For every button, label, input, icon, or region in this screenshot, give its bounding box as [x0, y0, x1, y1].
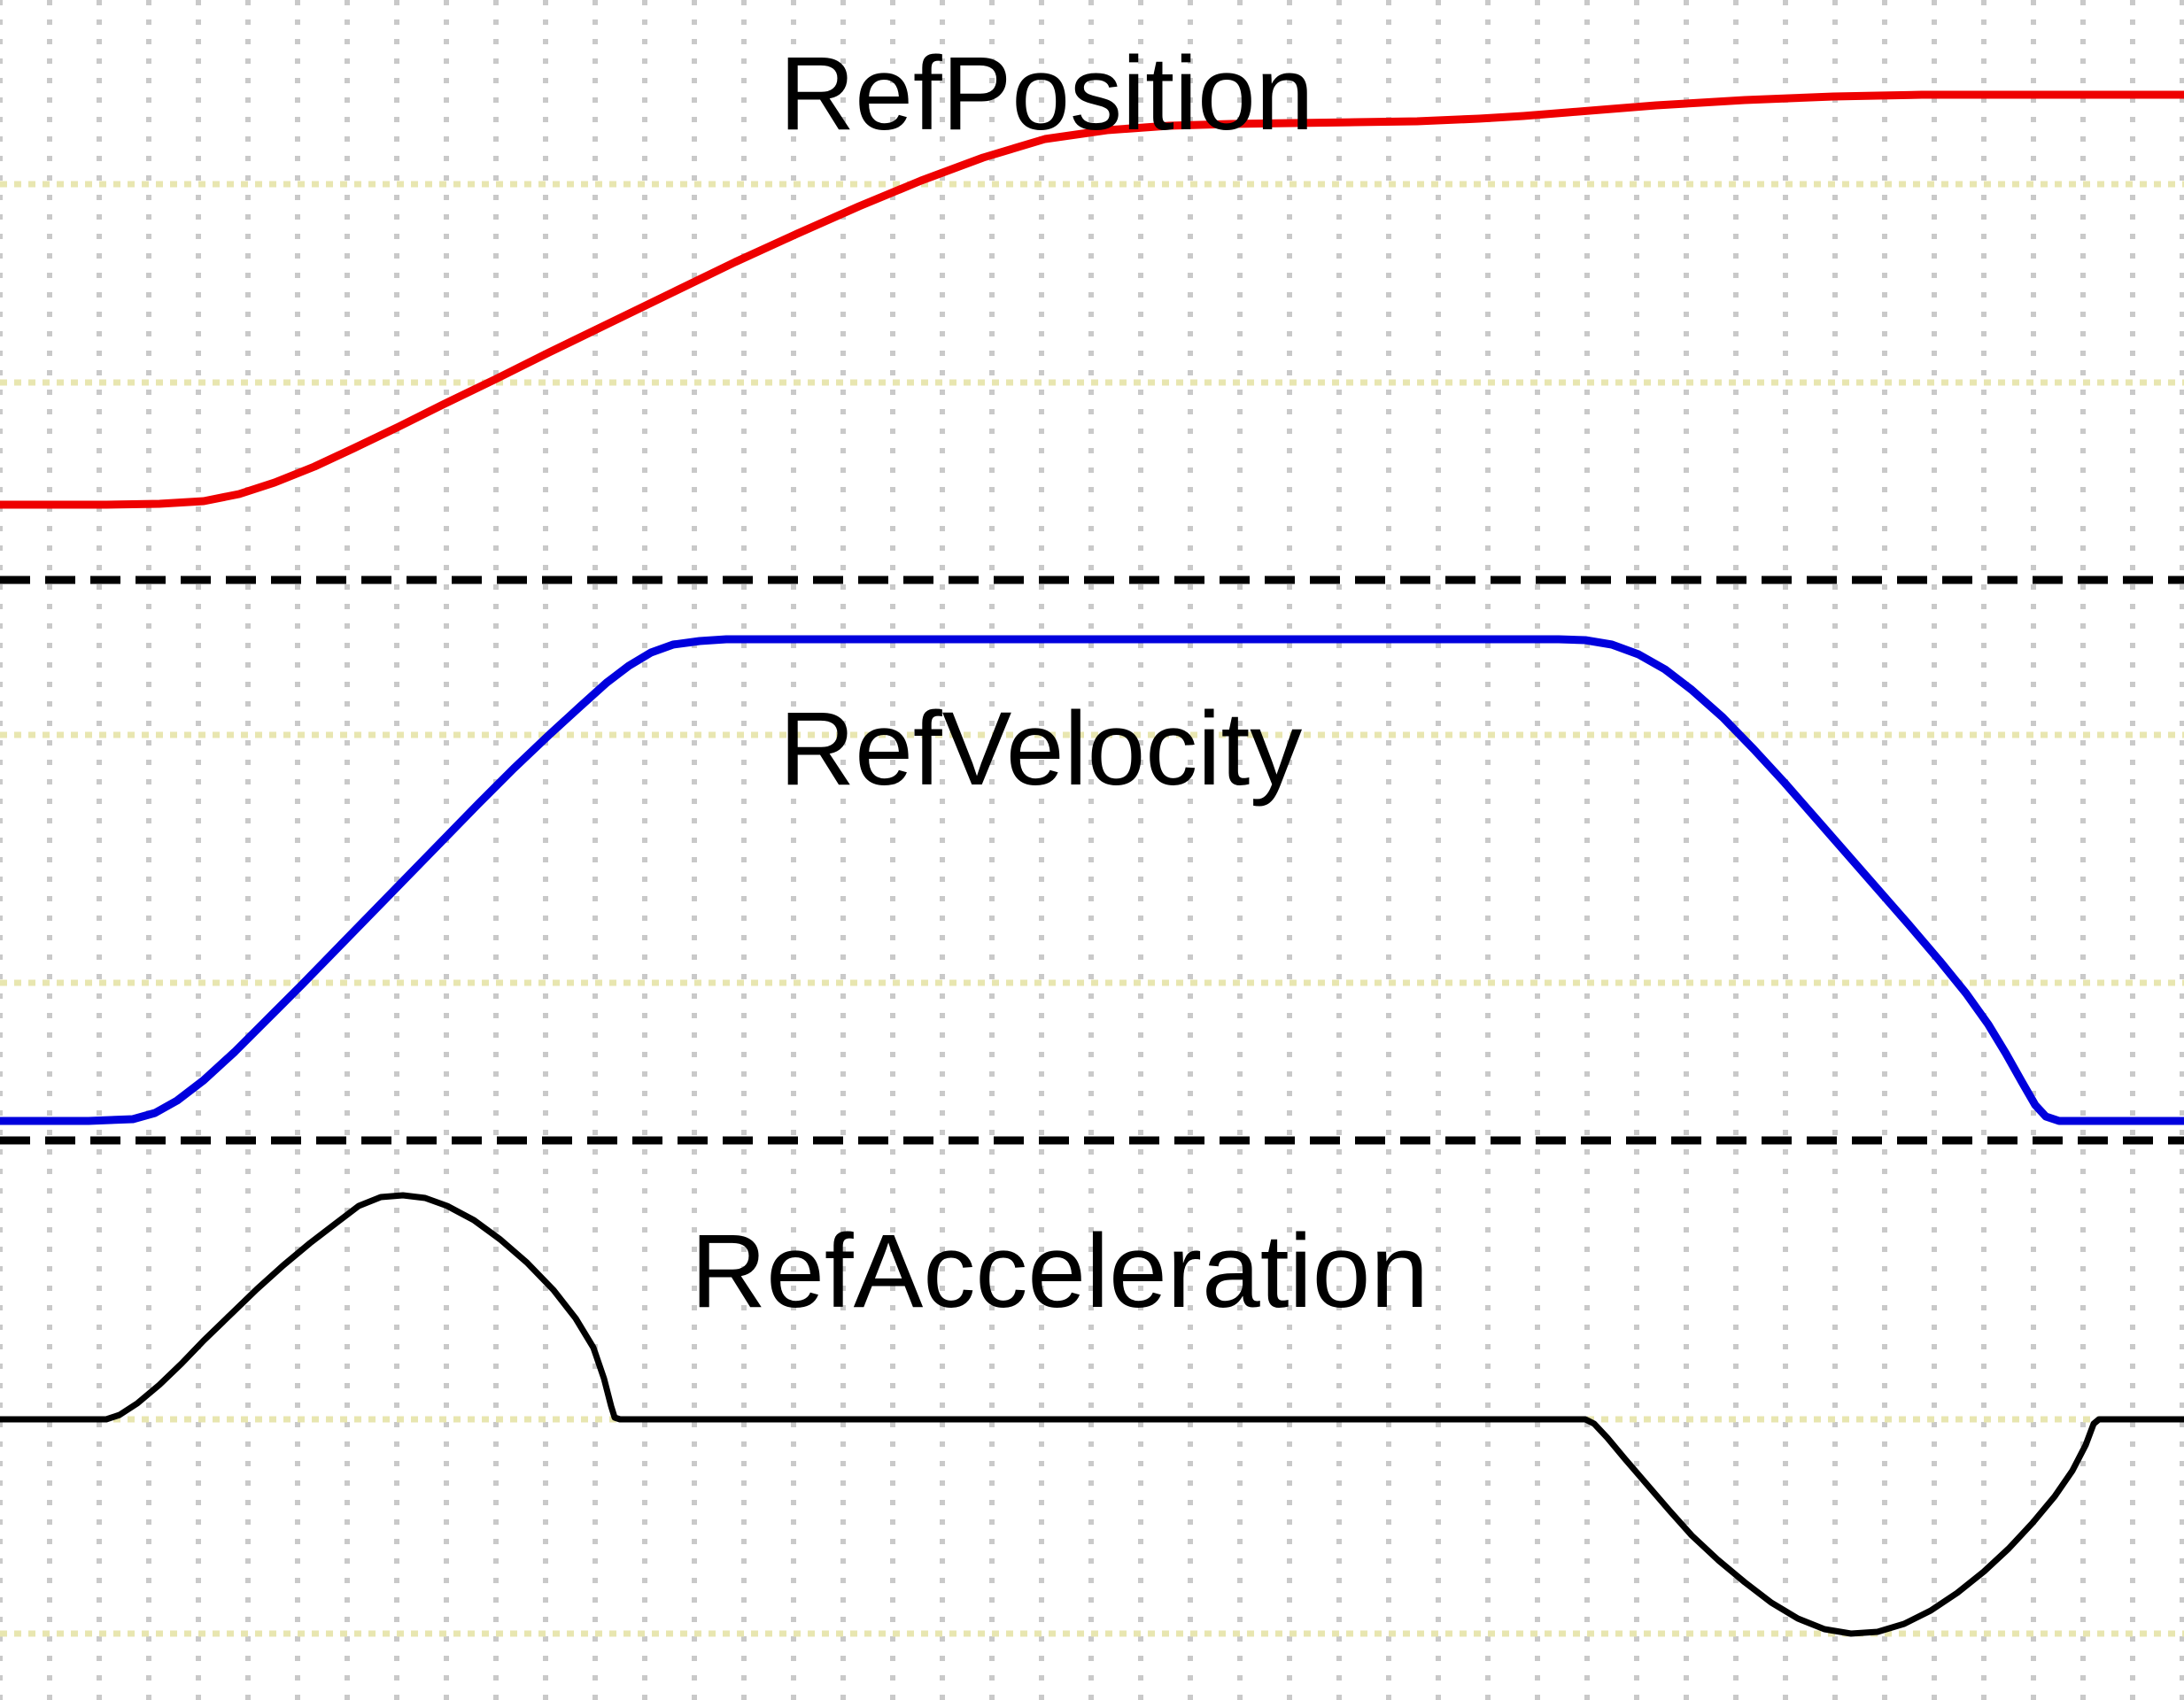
refposition-label: RefPosition	[779, 35, 1314, 152]
refacceleration-label: RefAcceleration	[691, 1213, 1429, 1330]
signal-curves	[0, 90, 2184, 1637]
refvelocity-label: RefVelocity	[779, 691, 1303, 808]
panel-separators	[0, 576, 2184, 1145]
